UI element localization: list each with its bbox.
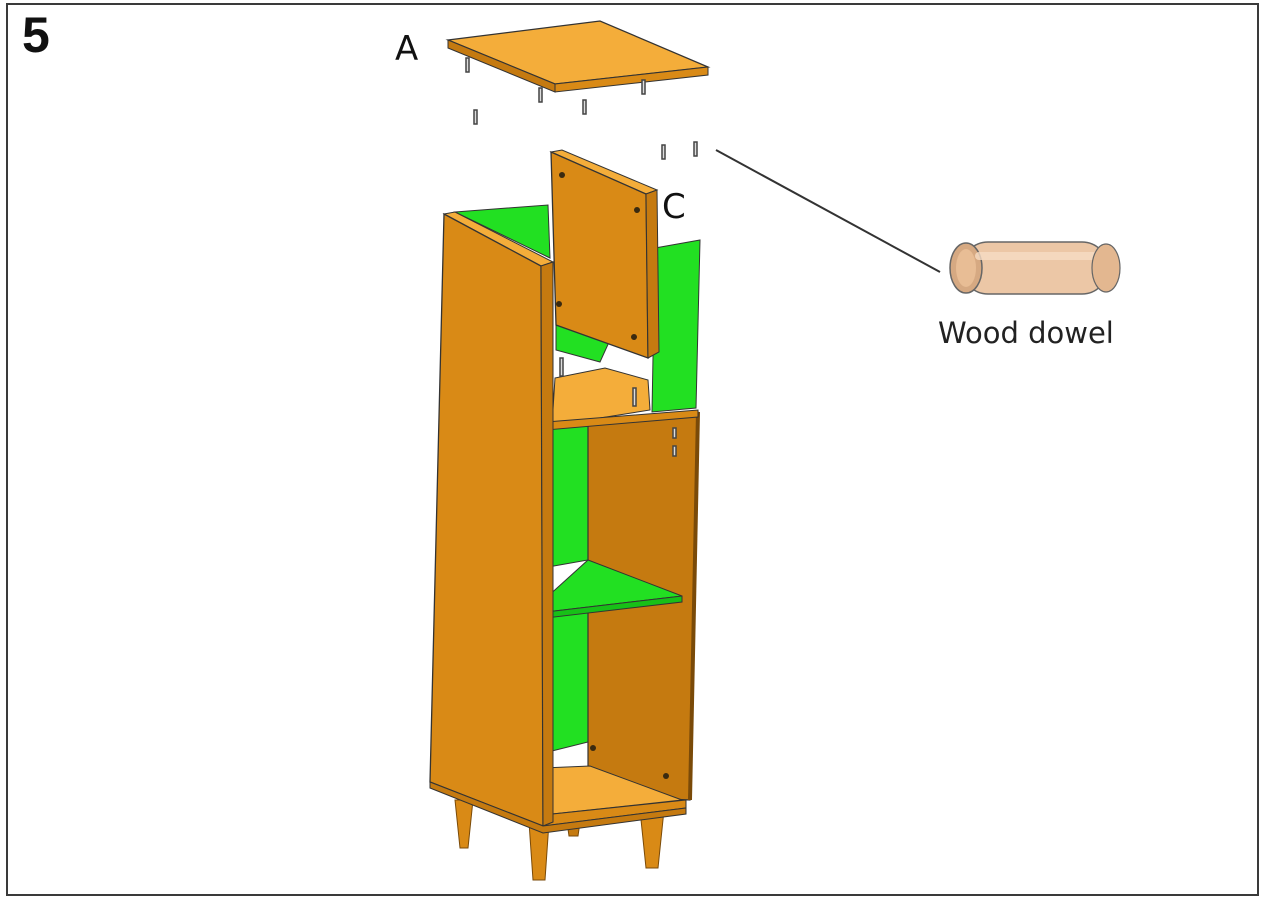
part-c-panel <box>549 149 660 359</box>
part-a-top-panel <box>445 20 711 93</box>
left-side-panel <box>429 211 687 834</box>
wood-dowel-label: Wood dowel <box>938 316 1114 350</box>
step-number: 5 <box>22 7 50 63</box>
dowel-pin-icon <box>465 57 698 457</box>
wood-dowel-icon <box>949 241 1121 295</box>
dowel-leader-line <box>715 149 941 273</box>
part-a-label: A <box>395 29 419 69</box>
part-c-label: C <box>662 187 686 227</box>
screw-holes <box>590 745 669 779</box>
